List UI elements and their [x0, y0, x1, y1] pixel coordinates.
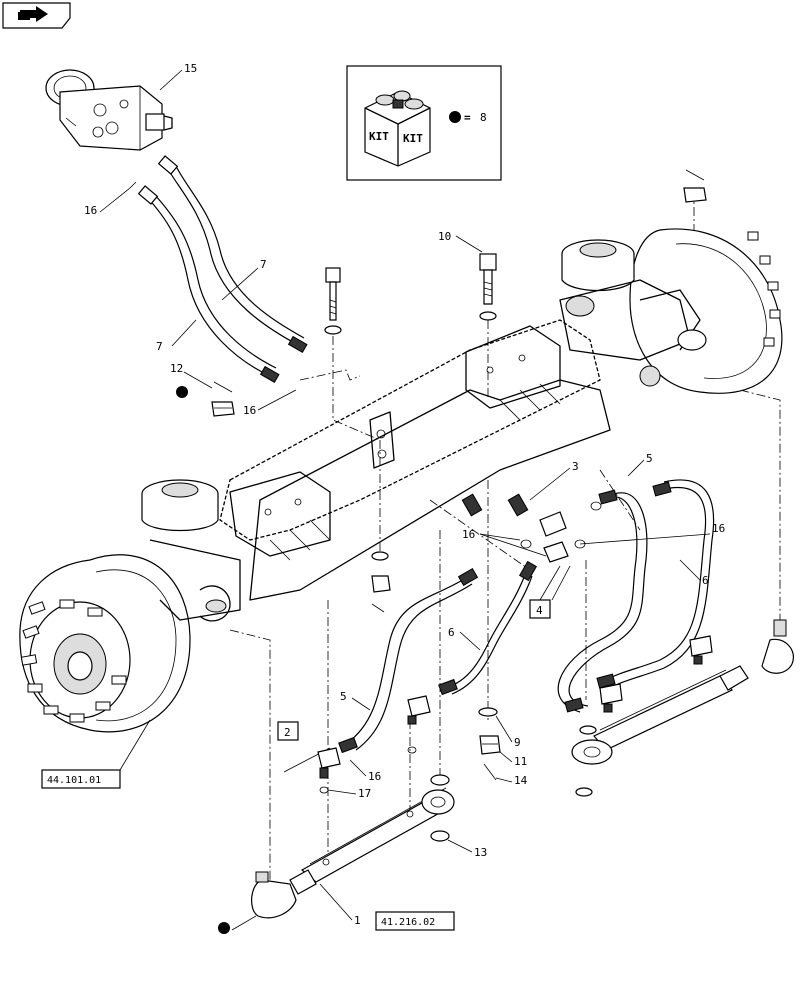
hose-5-6-left — [338, 560, 538, 754]
callout-14: 14 — [514, 774, 528, 787]
axle-beam — [219, 319, 611, 601]
callout-16d: 16 — [712, 522, 725, 535]
ref-box-41[interactable]: 41.216.02 — [375, 911, 455, 931]
callout-8: 8 — [480, 111, 487, 124]
bullet-dot-icon — [176, 386, 188, 398]
callout-10: 10 — [438, 230, 451, 243]
kit-box: KIT KIT = 8 — [346, 65, 502, 181]
callout-17: 17 — [358, 787, 371, 800]
washer-nut-stack — [478, 707, 501, 781]
kit-equals: = — [464, 111, 471, 124]
right-hub-assembly — [559, 228, 783, 394]
callout-13: 13 — [474, 846, 487, 859]
ref-box-44[interactable]: 44.101.01 — [41, 769, 121, 789]
hose-7-pair — [137, 155, 308, 384]
bullet-dot-icon-2 — [218, 922, 230, 934]
bolt-right — [479, 253, 497, 321]
arrow-right-icon — [18, 6, 48, 22]
center-bracket — [369, 411, 395, 613]
cotter-nut-right — [683, 169, 707, 203]
callout-5b: 5 — [340, 690, 347, 703]
bolt-left — [324, 267, 342, 335]
steering-cylinder-lower — [251, 787, 455, 919]
callout-16c: 16 — [462, 528, 475, 541]
callout-6a: 6 — [702, 574, 709, 587]
callout-2: 2 — [284, 726, 291, 739]
fittings-3 — [461, 493, 602, 563]
elbow-fittings-mid — [317, 695, 431, 794]
callout-9: 9 — [514, 736, 521, 749]
callout-5a: 5 — [646, 452, 653, 465]
callout-4: 4 — [536, 604, 543, 617]
callout-7a: 7 — [260, 258, 267, 271]
steering-valve — [45, 69, 173, 151]
callout-16e: 16 — [368, 770, 381, 783]
steering-cylinder-right — [571, 619, 794, 797]
kit-dot-icon — [449, 111, 461, 123]
callout-11: 11 — [514, 755, 527, 768]
kit-label-2: KIT — [403, 132, 423, 145]
nav-button[interactable] — [2, 2, 71, 29]
ref-44-101-01: 44.101.01 — [47, 775, 101, 786]
cotter-nut-left — [211, 381, 235, 417]
washers-13 — [430, 774, 450, 842]
callout-16b: 16 — [243, 404, 256, 417]
ref-box-4[interactable]: 4 — [529, 599, 551, 619]
callout-3: 3 — [572, 460, 579, 473]
kit-label-1: KIT — [369, 130, 389, 143]
ref-box-2[interactable]: 2 — [277, 721, 299, 741]
callout-1: 1 — [354, 914, 361, 927]
callout-6b: 6 — [448, 626, 455, 639]
callout-7b: 7 — [156, 340, 163, 353]
hose-5-6-right — [557, 479, 715, 713]
callout-12: 12 — [170, 362, 183, 375]
callout-16a: 16 — [84, 204, 97, 217]
callout-15: 15 — [184, 62, 197, 75]
ref-41-216-02: 41.216.02 — [381, 917, 435, 928]
kit-crate-icon: KIT KIT — [364, 90, 431, 167]
left-hub-assembly — [19, 479, 241, 733]
